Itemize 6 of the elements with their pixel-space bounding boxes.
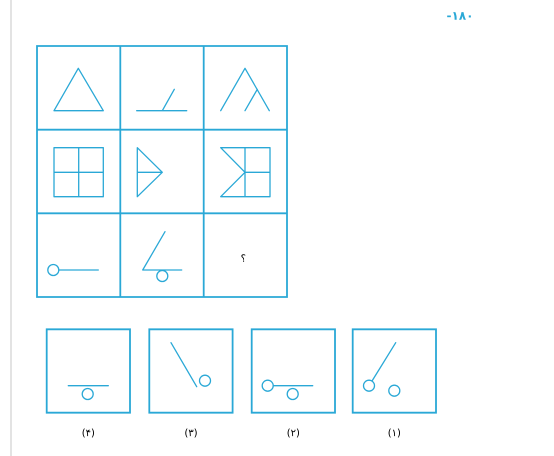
option-label: (۱) bbox=[388, 428, 400, 438]
option-label: (۳) bbox=[185, 428, 197, 438]
option-label: (۴) bbox=[82, 428, 94, 438]
question-mark: ؟ bbox=[241, 254, 246, 262]
page-number: -۱۸۰ bbox=[447, 12, 471, 20]
option-label: (۲) bbox=[288, 428, 300, 438]
